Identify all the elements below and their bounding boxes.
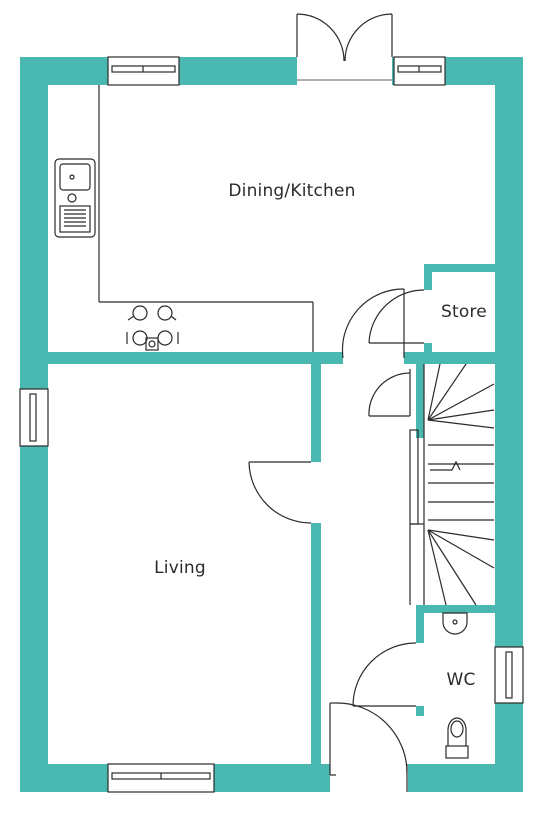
room-label-wc: WC — [446, 670, 476, 690]
wall-top-right-a — [392, 57, 394, 85]
wall-wc-top — [416, 605, 523, 613]
windows — [19, 56, 524, 793]
wall-wc-left-lower — [416, 706, 424, 716]
door-store — [368, 289, 425, 344]
walls — [20, 57, 523, 792]
room-label-store: Store — [441, 302, 487, 322]
linework — [54, 13, 495, 792]
room-label-living: Living — [154, 558, 206, 578]
wall-bottom-right — [408, 764, 523, 792]
staircase — [409, 363, 495, 606]
wall-living-hall-upper — [311, 364, 321, 462]
wall-left-lower — [20, 446, 48, 792]
wall-bottom-mid — [214, 764, 330, 792]
window-wc-right — [494, 646, 524, 704]
toilet-icon — [445, 717, 469, 759]
window-living-bottom — [107, 763, 215, 793]
wall-store-top — [424, 264, 523, 272]
window-living-left — [19, 388, 49, 447]
door-understairs — [368, 369, 411, 417]
window-dining-top — [393, 56, 446, 86]
window-kitchen-top — [107, 56, 180, 86]
wall-living-hall-lower — [311, 523, 321, 773]
door-wc — [352, 642, 417, 707]
wall-store-left — [424, 264, 432, 290]
wall-bottom-left — [20, 764, 108, 792]
wall-wc-left-upper — [416, 605, 424, 643]
basin-icon — [442, 612, 468, 635]
french-doors — [296, 13, 393, 81]
wall-stair-stub — [416, 364, 424, 438]
kitchen-sink-icon — [54, 158, 96, 238]
wall-top-mid — [179, 57, 297, 85]
door-front — [329, 702, 408, 792]
room-label-dining-kitchen: Dining/Kitchen — [228, 181, 356, 201]
door-hall-dining — [341, 288, 405, 359]
hob-icon — [126, 305, 179, 351]
wall-middle-right — [404, 352, 523, 364]
kitchen-worktop — [98, 85, 314, 352]
wall-store-left-lower — [424, 343, 432, 358]
wall-left-upper — [20, 57, 48, 389]
wall-middle-left — [20, 352, 343, 364]
door-living — [248, 461, 312, 524]
